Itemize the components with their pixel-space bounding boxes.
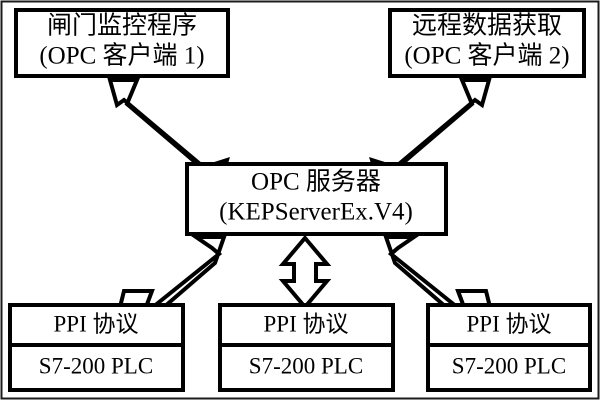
client-1-line1: 闸门监控程序 — [47, 12, 197, 40]
device-3-controller: S7-200 PLC — [452, 353, 566, 378]
device-2-box — [218, 303, 395, 392]
opc-server-box — [185, 162, 448, 236]
device-3-box — [426, 303, 592, 392]
device-3-node[interactable]: PPI 协议 S7-200 PLC — [426, 303, 592, 392]
opc-server-line2: (KEPServerEx.V4) — [219, 199, 413, 226]
device-2-node[interactable]: PPI 协议 S7-200 PLC — [218, 303, 395, 392]
client-2-box — [388, 8, 586, 78]
device-1-node[interactable]: PPI 协议 S7-200 PLC — [8, 303, 185, 392]
client-1-line2: (OPC 客户端 1) — [39, 42, 204, 70]
device-2-protocol: PPI 协议 — [264, 311, 349, 336]
device-1-protocol: PPI 协议 — [54, 311, 139, 336]
client-2-node[interactable]: 远程数据获取 (OPC 客户端 2) — [388, 8, 586, 78]
client-1-box — [14, 8, 230, 78]
opc-server-node[interactable]: OPC 服务器 (KEPServerEx.V4) — [185, 162, 448, 236]
client-1-node[interactable]: 闸门监控程序 (OPC 客户端 1) — [14, 8, 230, 78]
connector-server-device2-arrow — [278, 234, 332, 311]
client-2-line1: 远程数据获取 — [412, 12, 562, 40]
device-1-box — [8, 303, 185, 392]
client-2-line2: (OPC 客户端 2) — [404, 42, 569, 70]
device-1-controller: S7-200 PLC — [39, 353, 153, 378]
opc-server-line1: OPC 服务器 — [251, 168, 381, 196]
device-2-controller: S7-200 PLC — [249, 353, 363, 378]
device-3-protocol: PPI 协议 — [467, 311, 552, 336]
